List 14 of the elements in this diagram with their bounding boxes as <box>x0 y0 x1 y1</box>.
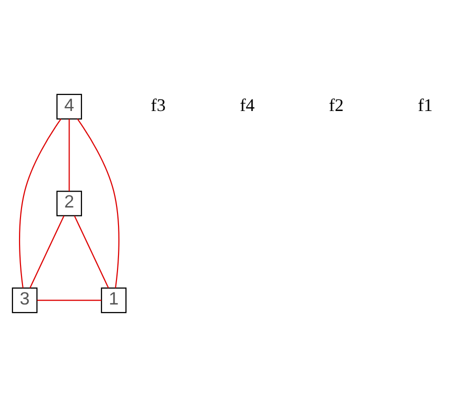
label: f3 <box>150 94 166 114</box>
connector <box>68 118 70 191</box>
node-box: 3 <box>12 287 38 313</box>
connector <box>74 215 109 288</box>
label: f1 <box>418 94 433 114</box>
label: f4 <box>240 94 255 114</box>
node-box: 4 <box>56 93 82 119</box>
connector <box>19 118 62 288</box>
node-box: 2 <box>56 190 82 216</box>
node-box: 1 <box>100 287 127 313</box>
label: f2 <box>328 94 344 114</box>
connector <box>29 215 64 288</box>
connector <box>77 118 120 288</box>
connector <box>37 299 102 300</box>
